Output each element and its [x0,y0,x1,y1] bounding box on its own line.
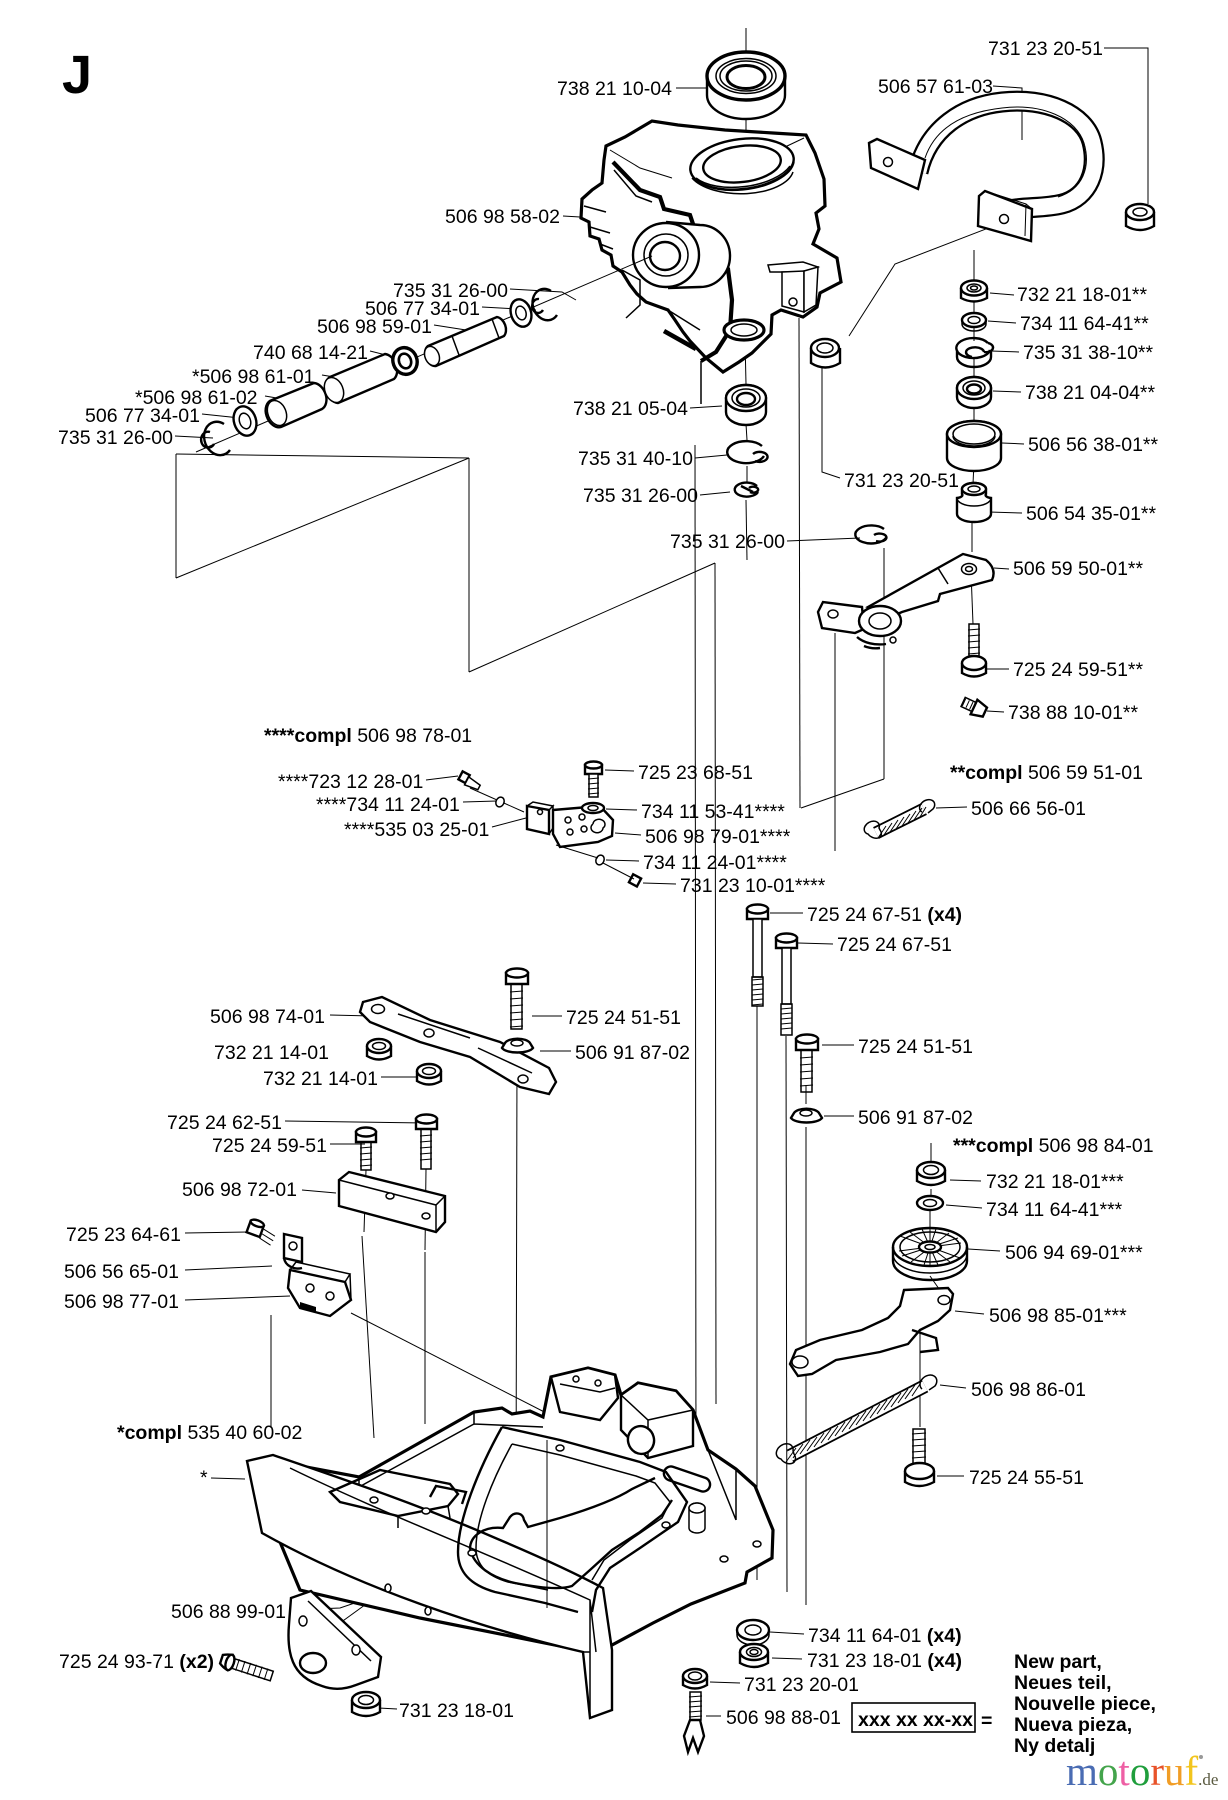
svg-text:735 31 26-00: 735 31 26-00 [58,427,173,449]
svg-text:725 24 59-51: 725 24 59-51 [212,1135,327,1157]
svg-text:732 21 18-01**: 732 21 18-01** [1017,284,1148,306]
svg-text:506 77 34-01: 506 77 34-01 [85,405,200,427]
svg-text:738 21 10-04: 738 21 10-04 [557,78,672,100]
svg-text:506 56 65-01: 506 56 65-01 [64,1261,179,1283]
svg-text:506 98 79-01****: 506 98 79-01**** [645,826,791,848]
svg-text:506 91 87-02: 506 91 87-02 [858,1107,973,1129]
svg-text:731 23 10-01****: 731 23 10-01**** [680,875,826,897]
svg-text:735 31 40-10: 735 31 40-10 [578,448,693,470]
svg-text:734 11 24-01****: 734 11 24-01**** [643,852,787,874]
svg-text:725 23 64-61: 725 23 64-61 [66,1224,181,1246]
svg-text:506 57 61-03: 506 57 61-03 [878,76,993,98]
svg-text:725 24 67-51 (x4): 725 24 67-51 (x4) [807,904,962,926]
svg-text:xxx xx xx-xx: xxx xx xx-xx [858,1709,973,1731]
svg-text:506 94 69-01***: 506 94 69-01*** [1005,1242,1143,1264]
svg-text:New part,: New part, [1014,1651,1102,1673]
svg-text:734 11 53-41****: 734 11 53-41**** [641,801,785,823]
svg-text:=: = [981,1710,992,1732]
svg-text:734 11 64-01 (x4): 734 11 64-01 (x4) [808,1625,962,1647]
svg-text:725 24 93-71 (x2): 725 24 93-71 (x2) [59,1651,214,1673]
svg-text:506 98 72-01: 506 98 72-01 [182,1179,297,1201]
svg-text:506 59 50-01**: 506 59 50-01** [1013,558,1144,580]
svg-text:738 21 04-04**: 738 21 04-04** [1025,382,1156,404]
svg-text:506 91 87-02: 506 91 87-02 [575,1042,690,1064]
svg-text:735 31 26-00: 735 31 26-00 [670,531,785,553]
svg-text:506 98 58-02: 506 98 58-02 [445,206,560,228]
svg-text:732 21 14-01: 732 21 14-01 [263,1068,378,1090]
svg-text:731 23 20-51: 731 23 20-51 [844,470,959,492]
svg-text:**compl 506 59 51-01: **compl 506 59 51-01 [950,762,1143,784]
svg-text:735 31 26-00: 735 31 26-00 [393,280,508,302]
svg-text:506 98 88-01: 506 98 88-01 [726,1707,841,1729]
svg-text:Ny detalj: Ny detalj [1014,1735,1095,1757]
svg-text:506 98 85-01***: 506 98 85-01*** [989,1305,1127,1327]
svg-text:****734 11 24-01: ****734 11 24-01 [316,794,460,816]
svg-text:740 68 14-21: 740 68 14-21 [253,342,368,364]
svg-text:***compl 506 98 84-01: ***compl 506 98 84-01 [953,1135,1154,1157]
svg-text:506 98 59-01: 506 98 59-01 [317,316,432,338]
svg-text:725 24 67-51: 725 24 67-51 [837,934,952,956]
svg-text:725 23 68-51: 725 23 68-51 [638,762,753,784]
svg-text:731 23 18-01 (x4): 731 23 18-01 (x4) [807,1650,962,1672]
svg-text:735 31 26-00: 735 31 26-00 [583,485,698,507]
svg-text:*506 98 61-01: *506 98 61-01 [192,366,315,388]
svg-text:Nouvelle piece,: Nouvelle piece, [1014,1693,1156,1715]
svg-text:*: * [200,1467,208,1489]
svg-text:506 56 38-01**: 506 56 38-01** [1028,434,1159,456]
svg-text:506 77 34-01: 506 77 34-01 [365,298,480,320]
svg-text:725 24 51-51: 725 24 51-51 [566,1007,681,1029]
svg-text:506 88 99-01: 506 88 99-01 [171,1601,286,1623]
svg-text:506 54 35-01**: 506 54 35-01** [1026,503,1157,525]
svg-text:506 98 74-01: 506 98 74-01 [210,1006,325,1028]
svg-text:motoruf.de: motoruf.de [1066,1748,1218,1794]
svg-text:*compl 535 40 60-02: *compl 535 40 60-02 [117,1422,302,1444]
svg-text:506 98 86-01: 506 98 86-01 [971,1379,1086,1401]
svg-text:725 24 51-51: 725 24 51-51 [858,1036,973,1058]
svg-text:725 24 59-51**: 725 24 59-51** [1013,659,1144,681]
svg-text:725 24 62-51: 725 24 62-51 [167,1112,282,1134]
svg-text:****723 12 28-01: ****723 12 28-01 [278,771,423,793]
svg-text:738 21 05-04: 738 21 05-04 [573,398,688,420]
svg-text:J: J [62,45,92,105]
svg-text:732 21 18-01***: 732 21 18-01*** [986,1171,1124,1193]
svg-text:735 31 38-10**: 735 31 38-10** [1023,342,1154,364]
svg-text:****compl 506 98 78-01: ****compl 506 98 78-01 [264,725,472,747]
svg-text:731 23 18-01: 731 23 18-01 [399,1700,514,1722]
svg-text:Neues teil,: Neues teil, [1014,1672,1112,1694]
svg-text:506 66 56-01: 506 66 56-01 [971,798,1086,820]
svg-text:****535 03 25-01: ****535 03 25-01 [344,819,489,841]
svg-text:734 11 64-41**: 734 11 64-41** [1020,313,1149,335]
svg-text:732 21 14-01: 732 21 14-01 [214,1042,329,1064]
svg-text:734 11 64-41***: 734 11 64-41*** [986,1199,1123,1221]
svg-text:731 23 20-01: 731 23 20-01 [744,1674,859,1696]
svg-text:*506 98 61-02: *506 98 61-02 [135,387,258,409]
svg-text:731 23 20-51: 731 23 20-51 [988,38,1103,60]
svg-text:506 98 77-01: 506 98 77-01 [64,1291,179,1313]
svg-text:738 88 10-01**: 738 88 10-01** [1008,702,1139,724]
svg-text:725 24 55-51: 725 24 55-51 [969,1467,1084,1489]
svg-text:Nueva pieza,: Nueva pieza, [1014,1714,1132,1736]
